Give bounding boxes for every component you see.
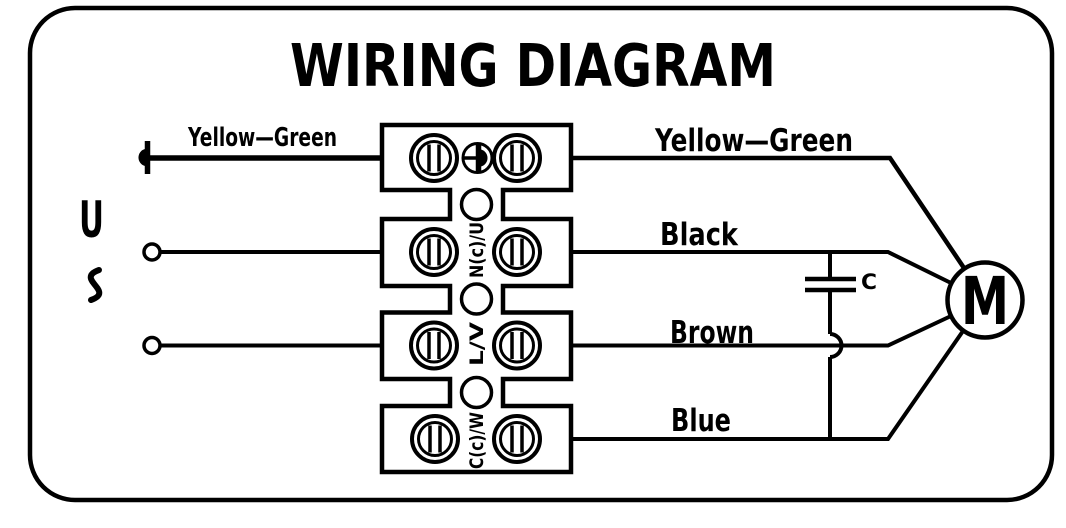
black-wire-label: Black (660, 217, 739, 253)
earth-plug-pin-icon (138, 149, 145, 166)
wire-yellow-green-right (571, 155, 966, 270)
mounting-hole-1 (459, 187, 494, 222)
terminal-strip-outline (379, 122, 574, 475)
diagram-title: WIRING DIAGRAM (290, 31, 776, 100)
mounting-hole-3 (459, 375, 494, 410)
terminal-label-capacitor: C(c)/W (466, 412, 488, 469)
blue-wire-label: Blue (671, 403, 731, 439)
ground-wire-label-left: Yellow—Green (187, 123, 337, 153)
motor-leads: Yellow—Green Black Brown Blue (571, 123, 966, 441)
earth-terminal-icon (461, 142, 494, 174)
capacitor-label: C (861, 270, 877, 294)
terminal-label-live: L/V (466, 322, 488, 366)
terminal-label-neutral: N(c)/U (466, 222, 488, 278)
supply-terminal-bottom (142, 335, 162, 356)
capacitor-branch: C (805, 252, 877, 439)
wire-black (571, 250, 952, 285)
supply-terminal-top (142, 242, 162, 262)
motor: M (945, 260, 1025, 340)
brown-wire-label: Brown (670, 315, 754, 351)
wire-brown (571, 314, 952, 348)
mounting-hole-2 (459, 282, 494, 316)
ground-wire-label-right: Yellow—Green (654, 123, 853, 159)
supply-voltage-label: U (79, 191, 104, 249)
ac-wave-icon (87, 267, 103, 303)
motor-circle (945, 260, 1025, 340)
supply-leads (142, 242, 382, 356)
wire-blue (571, 329, 965, 441)
ground-lead-left: Yellow—Green (138, 123, 382, 174)
diagram-border (27, 5, 1055, 503)
motor-label: M (961, 263, 1009, 340)
wire-jump-arc (829, 332, 844, 359)
terminal-strip: N(c)/U L/V C(c)/W (379, 122, 574, 475)
